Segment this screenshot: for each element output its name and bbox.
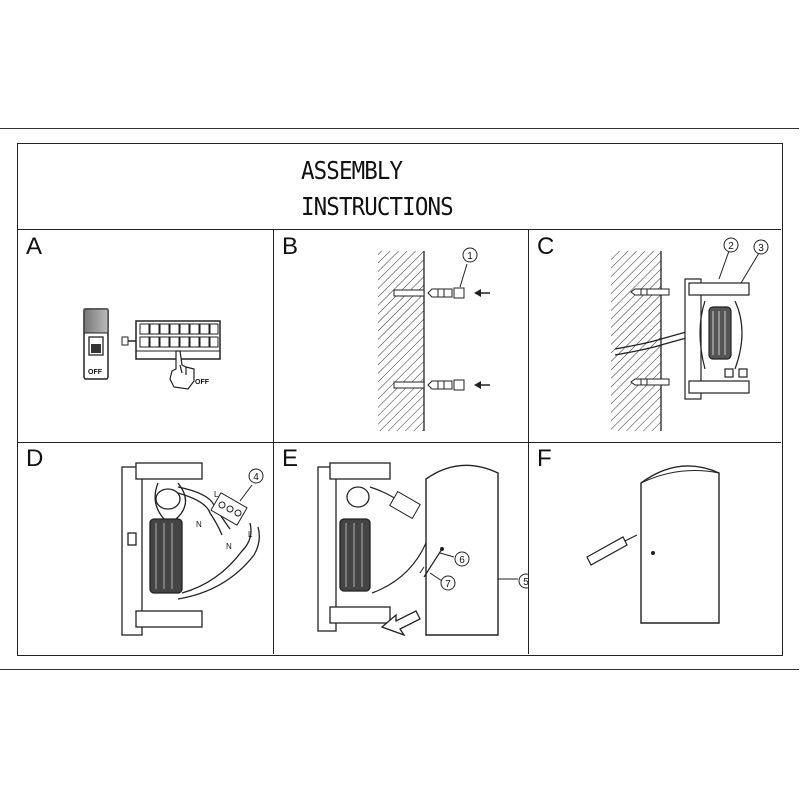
- cover-fitting-illustration: 6 7 5: [317, 462, 528, 637]
- title-line-2: INSTRUCTIONS: [301, 192, 454, 221]
- wire-label-n: N: [226, 542, 232, 551]
- instruction-sheet: ASSEMBLY INSTRUCTIONS A OFF: [17, 143, 783, 656]
- page-frame: [0, 128, 799, 670]
- panel-letter: F: [537, 445, 552, 472]
- mount-bracket-illustration: 2 3: [611, 237, 769, 431]
- callout-circle: [753, 239, 769, 255]
- callout-circle: [454, 551, 470, 567]
- wall-switch-icon: OFF: [83, 308, 109, 380]
- title-cell: ASSEMBLY INSTRUCTIONS: [18, 144, 781, 230]
- terminal-block: [210, 492, 248, 526]
- grid-divider-horizontal: [18, 442, 781, 443]
- final-tighten-illustration: [586, 465, 720, 624]
- push-arrow: [380, 610, 421, 637]
- part-number-label: 4: [253, 472, 259, 483]
- hand-off-label: OFF: [195, 379, 210, 386]
- fixture-back-plate: [121, 462, 203, 636]
- wire-label-l: L: [214, 490, 219, 499]
- part-number-label: 2: [728, 241, 734, 252]
- panel-letter: E: [282, 445, 299, 472]
- panel-f: F: [529, 443, 781, 654]
- panel-c: C: [529, 231, 781, 442]
- part-number-label: 5: [523, 577, 528, 588]
- callout-circle: [248, 468, 264, 484]
- bracket-with-driver: [684, 278, 750, 400]
- callout-circle: [440, 575, 456, 591]
- panel-letter: C: [537, 233, 555, 260]
- insert-arrow-bottom: [474, 381, 490, 389]
- switch-off-label: OFF: [88, 369, 103, 376]
- screw-bottom: [630, 378, 670, 386]
- fixture-back-plate: [317, 462, 391, 632]
- cover-shade: [640, 465, 720, 624]
- part-number-label: 7: [445, 579, 451, 590]
- part-number-label: 6: [459, 555, 465, 566]
- panel-letter: A: [26, 233, 43, 260]
- screwdriver-icon: [586, 534, 638, 566]
- wall-section: [378, 251, 424, 431]
- panel-b: B 1: [274, 231, 528, 442]
- callout-circle: [518, 573, 528, 589]
- title-line-1: ASSEMBLY: [301, 156, 403, 185]
- breaker-switch-off-illustration: OFF OFF: [83, 308, 221, 390]
- anchor-plug-top: [427, 287, 465, 299]
- wire-label-l: L: [248, 530, 253, 539]
- drill-wall-anchor-illustration: 1: [378, 247, 490, 431]
- wiring-connection-illustration: N N L L 4: [121, 462, 264, 636]
- anchor-plug-bottom: [427, 379, 465, 391]
- insert-arrow-top: [474, 289, 490, 297]
- panel-d: D: [18, 443, 273, 654]
- part-number-label: 3: [758, 243, 764, 254]
- panel-a: A OFF: [18, 231, 273, 442]
- cover-shade: [425, 464, 499, 636]
- screw-hole: [651, 551, 655, 555]
- wires: [177, 486, 260, 600]
- callout-circle: [723, 237, 739, 253]
- wire-label-n: N: [196, 520, 202, 529]
- part-number-label: 1: [467, 251, 473, 262]
- panel-letter: B: [282, 233, 299, 260]
- screwdriver: [423, 548, 443, 578]
- hand-pointer-icon: [169, 350, 195, 390]
- callout-circle: [462, 247, 478, 263]
- screw-top: [630, 288, 670, 296]
- breaker-panel-icon: [135, 320, 221, 360]
- terminal-block: [389, 490, 421, 520]
- panel-e: E: [274, 443, 528, 654]
- panel-letter: D: [26, 445, 44, 472]
